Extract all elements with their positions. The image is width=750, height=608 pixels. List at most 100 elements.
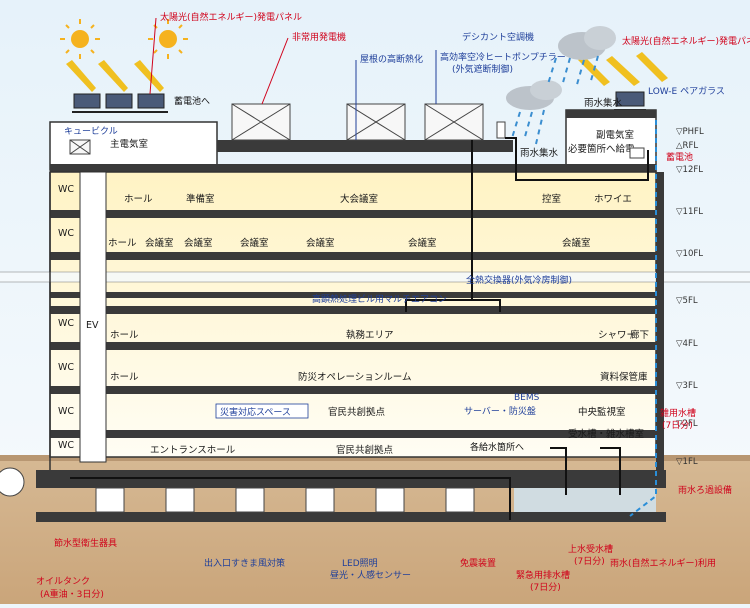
solar-panel-left (72, 93, 168, 113)
tank-room-label: 受水槽・雑水槽室 (568, 428, 644, 440)
room-conf: 会議室 (145, 237, 174, 249)
rain-pipe (629, 120, 657, 517)
svg-text:WC: WC (58, 228, 74, 239)
building-frame (0, 103, 750, 522)
oil-tank-sub-label: (A重油・3日分) (40, 588, 104, 600)
pipe-lines (70, 137, 649, 520)
svg-text:▽1FL: ▽1FL (676, 457, 698, 467)
floor-3: ホール 防災オペレーションルーム 資料保管庫 (110, 371, 648, 383)
room-disaster-ops: 防災オペレーションルーム (298, 371, 412, 383)
upper-tank-label: 上水受水槽 (568, 543, 613, 555)
room-hall: ホール (110, 330, 139, 341)
room-public-hub: 官民共創拠点 (336, 444, 394, 456)
rain-use-label: 雨水(自然エネルギー)利用 (610, 557, 716, 569)
room-conf: 会議室 (184, 237, 213, 249)
seismic-label: 免震装置 (460, 557, 496, 569)
heatpump-sub-label: (外気遮断制御) (452, 63, 513, 75)
floor-2: 災害対応スペース 官民共創拠点 中央監視室 受水槽・雑水槽室 (215, 403, 644, 440)
floor-12: ホール 準備室 大会議室 控室 ホワイエ (124, 193, 632, 205)
entrance-wind-label: 出入口すきま風対策 (204, 557, 285, 569)
level-marks: ▽PHFL △RFL ▽12FL ▽11FL ▽10FL ▽5FL ▽4FL ▽… (676, 127, 704, 467)
svg-text:WC: WC (58, 318, 74, 329)
lowe-label: LOW-E ペアガラス (648, 86, 725, 97)
sub-elec-label: 副電気室 (596, 129, 634, 141)
room-foyer: ホワイエ (594, 194, 632, 205)
svg-text:▽2FL: ▽2FL (676, 419, 698, 429)
rain-collect-top-label: 雨水集水 (584, 97, 623, 109)
water-fixture-label: 節水型衛生器具 (54, 537, 117, 549)
svg-text:▽3FL: ▽3FL (676, 381, 698, 391)
room-corridor: 廊下 (630, 329, 649, 341)
server-label: サーバー・防災盤 (464, 405, 536, 417)
room-shower: シャワー (598, 330, 636, 341)
svg-text:EV: EV (86, 320, 99, 331)
mid-callouts: 全熱交換器(外気冷房制御) 高顕熱処理ビル用マルチエアコン BEMS サーバー・… (312, 274, 732, 496)
rain-cloud-icon (506, 26, 616, 110)
battery-label: 蓄電池 (666, 151, 693, 163)
svg-text:WC: WC (58, 440, 74, 451)
rain-collect-label: 雨水集水 (520, 147, 559, 159)
battery-icon (629, 147, 645, 159)
sun-icon (60, 19, 100, 59)
room-hall: ホール (108, 238, 137, 249)
svg-text:▽PHFL: ▽PHFL (676, 127, 704, 137)
to-battery-label: 蓄電池へ (174, 95, 210, 107)
water-points-label: 各給水箇所へ (470, 441, 524, 453)
room-hall: ホール (124, 194, 153, 205)
room-prep: 準備室 (186, 193, 215, 205)
room-conf: 会議室 (408, 237, 437, 249)
top-callouts: 太陽光(自然エネルギー)発電パネル 非常用発電機 屋根の高断熱化 デシカント空調… (149, 11, 750, 163)
room-hall: ホール (110, 372, 139, 383)
led-sub-label: 昼光・人感センサー (330, 569, 411, 581)
room-office: 執務エリア (346, 329, 394, 341)
oil-tank-label: オイルタンク (36, 576, 90, 587)
desiccant-label: デシカント空調機 (462, 31, 534, 43)
cubicle-label: キュービクル (64, 126, 118, 137)
solar-left-label: 太陽光(自然エネルギー)発電パネル (160, 11, 302, 23)
sun-ray-arrows (66, 52, 668, 92)
svg-text:▽4FL: ▽4FL (676, 339, 698, 349)
misc-tank-days-label: (7日分) (662, 420, 693, 431)
room-big-conf: 大会議室 (340, 193, 378, 205)
room-waiting: 控室 (542, 193, 561, 205)
central-monitor-label: 中央監視室 (578, 406, 626, 418)
floor-4: ホール 執務エリア シャワー 廊下 (110, 329, 649, 341)
svg-text:WC: WC (58, 184, 74, 195)
room-conf: 会議室 (562, 237, 591, 249)
room-entrance-hall: エントランスホール (150, 445, 236, 456)
solar-right-label: 太陽光(自然エネルギー)発電パネル (622, 35, 750, 47)
room-conf: 会議室 (240, 237, 269, 249)
floor-11: ホール 会議室 会議室 会議室 会議室 会議室 会議室 (108, 237, 591, 249)
rain-drops (511, 55, 599, 145)
svg-text:▽11FL: ▽11FL (676, 207, 703, 217)
led-label: LED照明 (342, 558, 378, 569)
room-public-hub: 官民共創拠点 (328, 406, 386, 418)
disaster-space-label: 災害対応スペース (220, 406, 291, 418)
core-labels: WC WC WC WC WC WC EV (58, 184, 99, 451)
svg-text:▽5FL: ▽5FL (676, 296, 698, 306)
svg-text:▽10FL: ▽10FL (676, 249, 703, 259)
sun-icon (148, 19, 188, 59)
svg-text:WC: WC (58, 406, 74, 417)
bottom-callouts: 節水型衛生器具 オイルタンク (A重油・3日分) 出入口すきま風対策 LED照明… (0, 467, 716, 600)
emergency-drain-days-label: (7日分) (530, 582, 561, 593)
power-supply-label: 必要箇所へ給電 (568, 143, 635, 155)
svg-text:△RFL: △RFL (676, 141, 698, 151)
emergency-gen-label: 非常用発電機 (292, 31, 346, 43)
emergency-drain-label: 緊急用排水槽 (516, 569, 570, 581)
oil-tank-icon (0, 467, 25, 497)
main-elec-label: 主電気室 (110, 138, 148, 150)
svg-text:▽12FL: ▽12FL (676, 165, 703, 175)
floor-1: エントランスホール 官民共創拠点 各給水箇所へ (150, 441, 524, 456)
room-conf: 会議室 (306, 237, 335, 249)
misc-tank-label: 雑用水槽 (660, 407, 696, 419)
bems-label: BEMS (514, 393, 540, 403)
multi-ac-label: 高顕熱処理ビル用マルチエアコン (312, 293, 447, 305)
upper-tank-days-label: (7日分) (574, 556, 605, 567)
svg-text:WC: WC (58, 362, 74, 373)
room-archive: 資料保管庫 (600, 371, 648, 383)
rain-filter-label: 雨水ろ過設備 (678, 484, 732, 496)
total-heat-label: 全熱交換器(外気冷房制御) (466, 274, 572, 286)
